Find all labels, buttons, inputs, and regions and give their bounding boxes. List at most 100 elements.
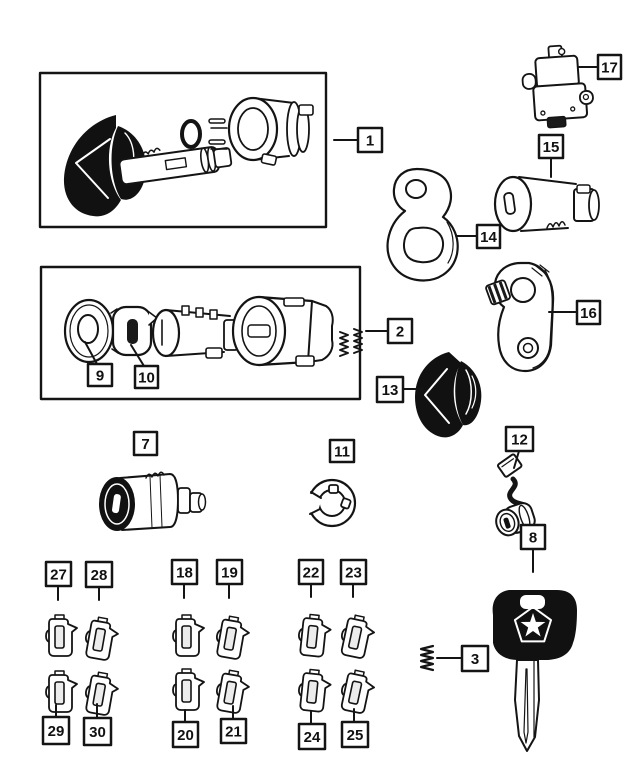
callout-11[interactable]: 11 [328,438,356,464]
callout-1[interactable]: 1 [333,126,384,154]
callout-box[interactable] [504,425,535,453]
callout-box[interactable] [356,126,384,154]
callout-box[interactable] [460,644,490,673]
callout-box[interactable] [297,722,327,751]
callout-box[interactable] [375,375,405,404]
callout-number: 15 [543,139,560,156]
part-tumbler-18-icon [172,614,205,657]
lock-housing-icon [231,295,334,367]
callout-3[interactable]: 3 [436,644,490,673]
callout-23[interactable]: 23 [339,558,368,598]
callout-number: 27 [50,567,67,584]
callout-number: 14 [480,229,497,246]
callout-2[interactable]: 2 [365,317,414,345]
callout-17[interactable]: 17 [578,53,623,81]
lock-bezel-icon [63,298,119,364]
part-door-lock-cylinder-icon [493,175,600,233]
callout-number: 19 [221,565,238,582]
callout-22[interactable]: 22 [297,558,325,598]
callout-number: 9 [96,368,104,385]
callout-13[interactable]: 13 [375,375,424,404]
pentastar-icon [513,606,552,643]
callout-box[interactable] [519,523,547,551]
callout-leader-line [130,344,145,367]
o-ring-icon [180,119,202,149]
part-ignition-lock-cylinder-assembly [63,96,314,217]
callout-18[interactable]: 18 [170,558,199,599]
part-tumbler-27-icon [45,614,78,657]
callout-number: 21 [225,724,242,741]
callout-box[interactable] [215,558,244,586]
callout-number: 22 [303,565,320,582]
callout-number: 23 [345,565,362,582]
assembly-2-frame [39,265,362,401]
callout-box[interactable] [339,558,368,586]
callout-14[interactable]: 14 [455,223,502,250]
ignition-housing-icon [227,96,314,166]
callout-box[interactable] [340,720,370,749]
callout-12[interactable]: 12 [504,425,535,469]
callout-box[interactable] [44,560,73,588]
part-tumbler-20-icon [172,668,205,711]
part-tumbler-25-icon [337,667,378,716]
callout-29[interactable]: 29 [41,704,71,746]
callout-24[interactable]: 24 [297,710,327,751]
callout-box[interactable] [132,430,159,457]
part-door-lock-cylinder-assembly [63,295,363,367]
callout-box[interactable] [170,558,199,586]
callout-8[interactable]: 8 [519,523,547,573]
callout-box[interactable] [86,362,114,388]
callout-21[interactable]: 21 [219,705,248,745]
part-tumbler-30-icon [81,669,122,718]
callout-28[interactable]: 28 [84,560,114,601]
callout-number: 24 [304,729,321,746]
callout-number: 3 [471,651,479,668]
part-switch-module-icon [521,44,594,129]
callout-number: 16 [580,305,597,322]
part-tumbler-22-icon [295,612,333,659]
callout-25[interactable]: 25 [340,708,370,749]
callout-number: 8 [529,530,537,547]
part-tumbler-28-icon [81,614,122,663]
callout-16[interactable]: 16 [548,299,602,326]
part-lock-cylinder-icon [99,471,207,531]
callout-number: 28 [91,567,108,584]
callout-number: 2 [396,324,404,341]
callout-box[interactable] [171,720,200,749]
callout-number: 13 [382,382,399,399]
callout-number: 1 [366,133,374,150]
callout-number: 30 [89,724,106,741]
callout-20[interactable]: 20 [171,709,200,749]
callout-7[interactable]: 7 [132,430,159,457]
callout-box[interactable] [537,133,565,160]
part-tumbler-23-icon [337,612,378,661]
callout-box[interactable] [596,53,623,81]
part-release-lever-icon [386,167,459,282]
callout-number: 20 [177,727,194,744]
callout-number: 7 [141,436,149,453]
callout-15[interactable]: 15 [537,133,565,178]
callout-10[interactable]: 10 [130,344,160,390]
part-ignition-knob-icon [415,352,482,438]
callout-box[interactable] [328,438,356,464]
assembly-1-frame [38,71,328,229]
callout-box[interactable] [475,223,502,250]
callout-number: 18 [176,565,193,582]
part-spring-icon [419,644,435,672]
callout-box[interactable] [386,317,414,345]
callout-30[interactable]: 30 [82,703,113,747]
callout-box[interactable] [82,716,113,747]
callout-9[interactable]: 9 [84,341,114,388]
callout-box[interactable] [219,717,248,745]
callout-box[interactable] [41,715,71,746]
callout-box[interactable] [84,560,114,589]
callout-box[interactable] [297,558,325,586]
callout-box[interactable] [133,364,160,390]
callout-27[interactable]: 27 [44,560,73,601]
callout-box[interactable] [575,299,602,326]
callout-number: 12 [511,432,528,449]
callout-leader-line [84,341,98,365]
callout-number: 17 [601,60,618,77]
callout-19[interactable]: 19 [215,558,244,599]
